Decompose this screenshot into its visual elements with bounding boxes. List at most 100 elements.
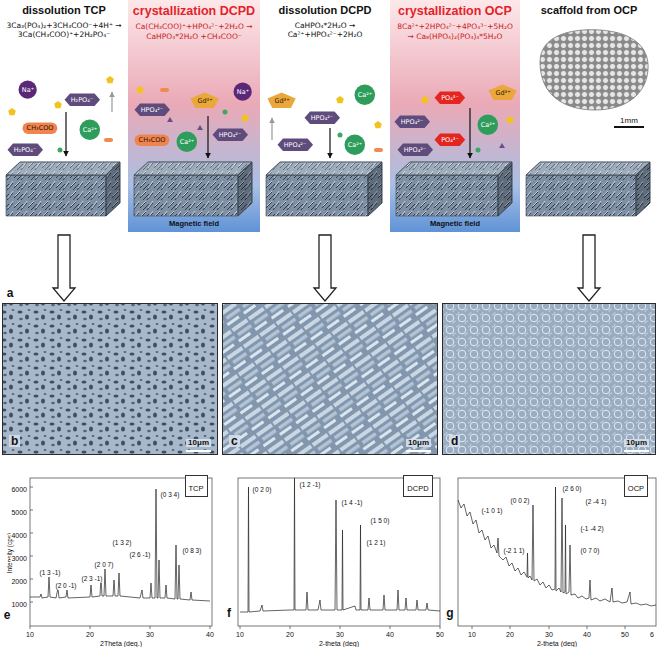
peak-label-holder: (0 0 2) [510, 490, 531, 506]
peak-label-holder: (1 4 -1) [341, 492, 364, 508]
tick-label: 10 [467, 631, 477, 638]
ion-label: PO₄³⁻ [441, 137, 459, 144]
tick-label: 6000 [10, 486, 28, 493]
peak-label: (1 3 2) [112, 540, 133, 547]
peak-label-holder: (2 6 -1) [129, 544, 152, 560]
tick-label-holder: 3000 [10, 548, 28, 564]
scaffold-block [6, 175, 106, 216]
field-label: Magnetic field [393, 220, 517, 228]
panel-letter: c [229, 435, 240, 447]
ion-label: H₂PO₄⁻ [14, 147, 37, 154]
panel-letter: f [226, 607, 232, 619]
peak-label: (0 7 0) [580, 548, 601, 555]
peak-label: (2 6 0) [562, 486, 583, 493]
ion-shape [345, 135, 366, 156]
ion-shape [80, 120, 101, 141]
ion-shape [135, 134, 170, 146]
process-panel: crystallization OCP8Ca²⁺+2HPO₄²⁻+4PO₄³⁻+… [390, 0, 520, 232]
peak-label: (2 6 -1) [129, 552, 152, 559]
peak-label: (0 3 4) [160, 492, 181, 499]
peak-label: (1 2 -1) [299, 482, 322, 489]
tick-label-holder: 10 [235, 624, 245, 640]
tick-label: 40 [385, 631, 395, 638]
peak-label: (1 3 -1) [39, 570, 62, 577]
scaffold-block [6, 162, 120, 175]
ion-label: CH₃COO [139, 137, 166, 144]
peak-label: (-2 1 1) [503, 548, 526, 555]
ion-label: HPO₄²⁻ [311, 115, 334, 122]
scaffold-block [396, 162, 512, 175]
chart-legend-box: TCP [185, 475, 208, 497]
tick-label-holder: 50 [620, 624, 630, 640]
tick-label: 1000 [10, 601, 28, 608]
ion-symbol: Ca²⁺ [176, 131, 198, 153]
scaffold-block [106, 162, 120, 216]
panel-letter: g [445, 607, 454, 619]
ion-shape [277, 139, 313, 152]
ion-shape [23, 122, 58, 134]
ion-particle [476, 148, 481, 153]
panel-title: scaffold from OCP [523, 4, 655, 17]
panel-letter: e [3, 609, 12, 621]
peak-label-holder: (0 7 0) [580, 540, 601, 556]
tick-label: 10 [235, 631, 245, 638]
xrd-chart-frame [238, 478, 440, 626]
ion-label: PO₄³⁻ [441, 95, 459, 102]
reaction-equation: 3Ca₃(PO₄)₂+3CH₃COO⁻+4H⁺ → 3Ca(CH₃COO)⁺+2… [3, 21, 125, 40]
deposition-arrow [271, 118, 272, 140]
magnetic-field-background [128, 0, 520, 232]
ion-particle [104, 138, 113, 142]
ion-symbol: Na⁺ [233, 82, 252, 101]
scale-label: 10μm [624, 439, 649, 447]
axis-title: 2-theta (deg) [318, 640, 360, 647]
xrd-chart-frame [30, 487, 210, 629]
peak-label: (0 8 3) [182, 548, 203, 555]
ion-symbol: PO₄³⁻ [434, 91, 466, 105]
ion-label: H₂PO₄⁻ [71, 97, 94, 104]
tick-label: 3000 [10, 555, 28, 562]
ion-symbol: HPO₄²⁻ [212, 128, 249, 142]
ion-shape [234, 83, 252, 101]
ion-particle [54, 101, 62, 108]
tick-label: 20 [505, 631, 515, 638]
process-panel: dissolution DCPDCaHPO₄*2H₂O → Ca²⁺+HPO₄²… [260, 0, 390, 232]
ion-symbol: HPO₄²⁻ [134, 103, 171, 117]
scaffold-micrograph [540, 30, 648, 110]
ion-symbol: HPO₄²⁻ [394, 115, 431, 129]
ion-label: CH₃COO [27, 125, 54, 132]
panel-letter-holder: f [226, 604, 232, 620]
ion-label: Ca²⁺ [348, 142, 363, 149]
ion-symbol: Na⁺ [18, 80, 37, 99]
scale-label: 10μm [406, 439, 431, 447]
tick-label-holder: 30 [145, 624, 155, 640]
tick-label-holder: 2000 [10, 571, 28, 587]
peak-label-holder: (2 3 -1) [81, 568, 104, 584]
panel-title: dissolution DCPD [263, 4, 387, 17]
tick-label-holder: 40 [205, 624, 215, 640]
tick-label: 30 [145, 631, 155, 638]
tick-label-holder: 20 [85, 624, 95, 640]
ion-label: HPO₄²⁻ [404, 147, 427, 154]
peak-label-holder: (-2 1 1) [503, 540, 526, 556]
ion-shape [191, 92, 219, 108]
reaction-equation: Ca(CH₃COO)⁺+HPO₄²⁻+2H₂O → CaHPO₄*2H₂O +C… [131, 22, 257, 41]
tick-label-holder: 10 [25, 624, 35, 640]
micrograph-panel: c 10μm [222, 303, 438, 455]
ion-symbol: Gd³⁺ [267, 92, 296, 109]
peak-label-holder: (0 3 4) [160, 484, 181, 500]
ion-particle [197, 125, 203, 130]
scaffold-block [134, 162, 252, 175]
ion-shape [64, 94, 100, 107]
ion-symbol: HPO₄²⁻ [277, 138, 314, 152]
ion-shape [177, 132, 198, 153]
deposition-arrow [469, 108, 470, 158]
magnetic-field-background [390, 0, 520, 232]
peak-label-holder: (2 6 0) [562, 478, 583, 494]
ion-symbol: Gd³⁺ [488, 84, 517, 101]
ion-shape [394, 116, 430, 129]
ion-particle [506, 116, 514, 123]
ion-label: HPO₄²⁻ [141, 107, 164, 114]
tick-label-holder: 6 [649, 624, 655, 640]
